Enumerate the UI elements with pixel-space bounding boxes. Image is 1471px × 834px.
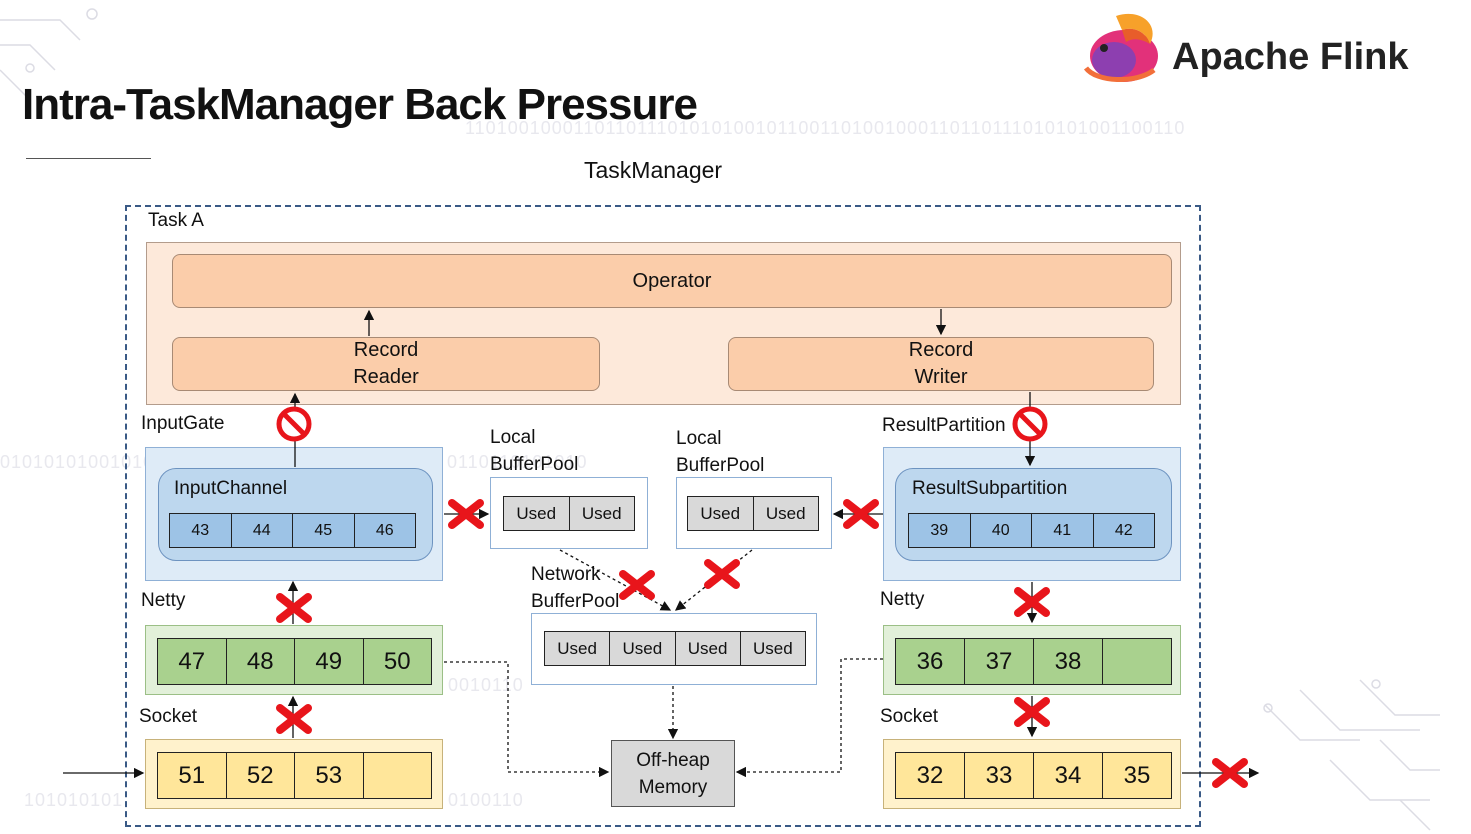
buffer-cell: 50: [362, 639, 431, 684]
buffer-cell: 49: [294, 639, 363, 684]
task-a-container: [125, 205, 1201, 827]
buffer-cell: 53: [294, 753, 363, 798]
socket-left-buffers: 51 52 53: [157, 752, 432, 799]
taskmanager-label: TaskManager: [584, 157, 723, 183]
buffer-cell: [362, 753, 431, 798]
buffer-cell: Used: [688, 497, 753, 530]
netty-right-buffers: 36 37 38: [895, 638, 1172, 685]
task-a-label: Task A: [148, 210, 204, 231]
inputchannel-label: InputChannel: [174, 478, 288, 499]
background-binary-text: 0100110: [448, 790, 524, 810]
buffer-cell: 34: [1033, 753, 1102, 798]
buffer-cell: 43: [170, 514, 231, 547]
network-bufferpool-buffers: Used Used Used Used: [544, 631, 806, 666]
buffer-cell: 37: [964, 639, 1033, 684]
operator-label: Operator: [632, 269, 712, 292]
buffer-cell: Used: [568, 497, 634, 530]
buffer-cell: 39: [909, 514, 970, 547]
label-line: BufferPool: [676, 455, 765, 476]
background-binary-text: 0110110101010: [447, 452, 588, 472]
socket-right-buffers: 32 33 34 35: [895, 752, 1172, 799]
brand-name: Apache Flink: [1172, 36, 1409, 78]
record-writer-label-line2: Writer: [914, 366, 968, 388]
buffer-cell: 47: [158, 639, 226, 684]
label-line: BufferPool: [490, 454, 579, 475]
buffer-cell: 52: [225, 753, 294, 798]
netty-right-label: Netty: [880, 589, 925, 610]
socket-left-label: Socket: [139, 706, 198, 727]
buffer-cell: 48: [225, 639, 294, 684]
inputchannel-buffer-row: 43 44 45 46: [169, 513, 416, 548]
buffer-cell: Used: [739, 632, 805, 665]
local-bufferpool-left-buffers: Used Used: [503, 496, 635, 531]
background-binary-text: 101010101: [24, 790, 124, 810]
network-bufferpool-label: Network BufferPool: [531, 561, 619, 615]
record-writer-box: Record Writer: [728, 337, 1154, 391]
offheap-memory-box: Off-heap Memory: [611, 740, 735, 807]
buffer-cell: Used: [504, 497, 569, 530]
label-line: Network: [531, 564, 601, 585]
buffer-cell: 46: [353, 514, 415, 547]
flink-squirrel-logo: [1083, 13, 1158, 83]
buffer-cell: Used: [545, 632, 610, 665]
operator-box: Operator: [172, 254, 1172, 308]
resultsubpartition-buffer-row: 39 40 41 42: [908, 513, 1155, 548]
buffer-cell: 45: [292, 514, 354, 547]
record-reader-label-line2: Reader: [353, 366, 419, 388]
label-line: Local: [490, 427, 536, 448]
label-line: Local: [676, 428, 722, 449]
offheap-label-line2: Memory: [638, 776, 708, 798]
netty-left-buffers: 47 48 49 50: [157, 638, 432, 685]
buffer-cell: [1102, 639, 1171, 684]
record-reader-box: Record Reader: [172, 337, 600, 391]
resultsubpartition-label: ResultSubpartition: [912, 478, 1068, 499]
record-reader-label-line1: Record: [353, 339, 419, 361]
buffer-cell: 42: [1092, 514, 1154, 547]
buffer-cell: 40: [969, 514, 1031, 547]
buffer-cell: 33: [964, 753, 1033, 798]
background-binary-text: 1101001000110110111010101001011001101001…: [465, 118, 1186, 138]
buffer-cell: Used: [609, 632, 675, 665]
buffer-cell: 32: [896, 753, 964, 798]
socket-right-label: Socket: [880, 706, 939, 727]
inputgate-label: InputGate: [141, 413, 225, 434]
buffer-cell: Used: [674, 632, 740, 665]
label-line: BufferPool: [531, 591, 620, 612]
buffer-cell: 44: [230, 514, 292, 547]
record-writer-label-line1: Record: [908, 339, 974, 361]
local-bufferpool-right-label: Local BufferPool: [676, 425, 764, 479]
offheap-label-line1: Off-heap: [636, 749, 710, 771]
page-title: Intra-TaskManager Back Pressure: [22, 80, 698, 129]
local-bufferpool-left-label: Local BufferPool: [490, 424, 578, 478]
buffer-cell: 35: [1102, 753, 1171, 798]
buffer-cell: 41: [1031, 514, 1093, 547]
buffer-cell: 36: [896, 639, 964, 684]
resultpartition-label: ResultPartition: [882, 415, 1006, 436]
buffer-cell: 38: [1033, 639, 1102, 684]
background-binary-text: 010101010010101: [0, 452, 166, 472]
buffer-cell: 51: [158, 753, 226, 798]
netty-left-label: Netty: [141, 590, 186, 611]
buffer-cell: Used: [752, 497, 818, 530]
title-underline: [26, 158, 151, 159]
local-bufferpool-right-buffers: Used Used: [687, 496, 819, 531]
